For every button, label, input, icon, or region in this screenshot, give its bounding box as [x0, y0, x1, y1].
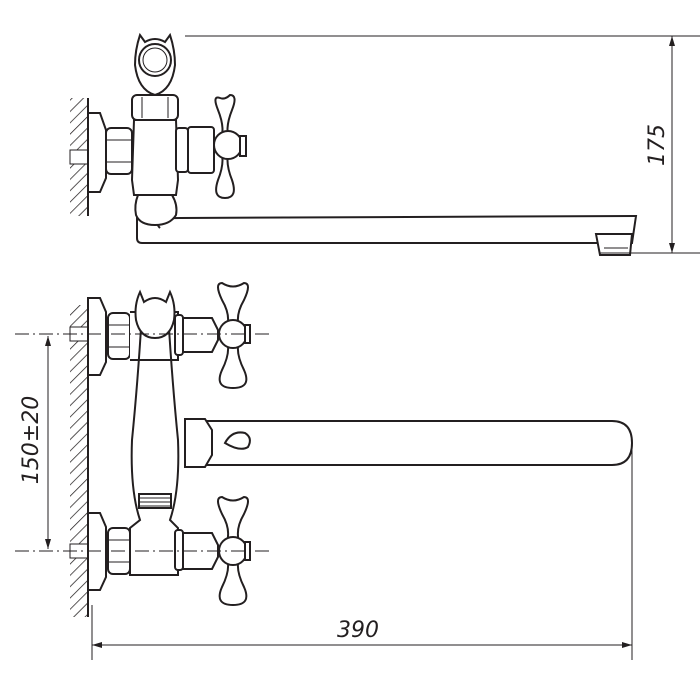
wall-flange [87, 512, 107, 591]
hex-nut [131, 94, 179, 121]
side-view [69, 32, 638, 256]
diverter-collar [134, 289, 176, 340]
hex-nut [107, 312, 131, 360]
hex-nut [105, 127, 133, 175]
dimension-center-distance: 150±20 [19, 336, 51, 549]
dimension-height: 175 [185, 35, 700, 254]
wall-hatch [70, 305, 88, 617]
mixer-body [129, 311, 180, 576]
aerator [594, 233, 634, 256]
dimension-390-label: 390 [337, 618, 379, 643]
wall-flange [87, 112, 107, 193]
diverter-knob [223, 431, 251, 450]
spout [199, 420, 634, 466]
spout [136, 212, 638, 244]
cross-handle-hot [217, 281, 251, 390]
valve-body [130, 119, 180, 196]
front-view [15, 281, 634, 617]
wall-flange [87, 297, 107, 376]
dimension-175-label: 175 [645, 124, 670, 166]
dimension-spout-length: 390 [91, 445, 633, 660]
dimension-150-label: 150±20 [19, 396, 44, 484]
